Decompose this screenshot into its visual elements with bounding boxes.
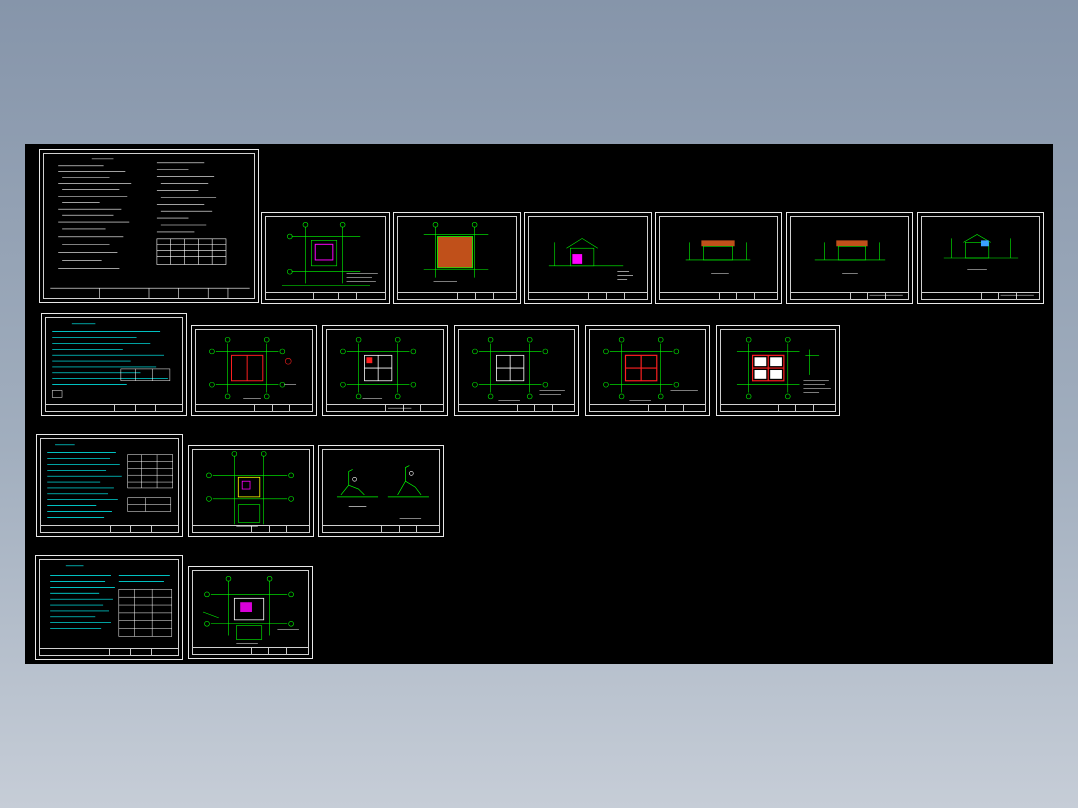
grid-linework [209,336,297,400]
drawing-sheet-site-plan[interactable] [261,212,390,304]
cad-model-space[interactable] [25,144,1053,664]
drawing-sheet-structure-plan-5[interactable] [716,325,840,416]
plan-linework [202,576,299,644]
elevation-linework [943,234,1034,296]
plan-linework [281,222,378,286]
drawing-sheet-structure-notes[interactable] [41,313,187,416]
drawing-sheet-water-plan[interactable] [188,445,314,537]
drawing-sheet-roof-plan[interactable] [393,212,521,304]
elevation-linework [685,240,751,274]
elevation-linework [548,238,633,280]
notes-linework [47,444,173,518]
grid-linework [736,336,831,400]
notes-linework [50,158,250,299]
drawing-sheet-elevation-3[interactable] [786,212,913,304]
detail-linework [336,465,429,519]
drawing-sheet-elevation-1[interactable] [524,212,652,304]
drawing-sheet-elevation-2[interactable] [655,212,782,304]
grid-linework [603,336,698,401]
drawing-sheet-electrical-notes[interactable] [35,555,183,660]
roof-linework [423,222,489,282]
grid-linework [340,336,417,409]
drawing-sheet-electrical-plan[interactable] [188,566,313,659]
notes-linework [51,323,171,398]
notes-linework [50,565,173,637]
drawing-sheet-structure-plan-2[interactable] [322,325,448,416]
drawing-sheet-elevation-4[interactable] [917,212,1044,304]
drawing-sheet-structure-plan-3[interactable] [454,325,579,416]
drawing-sheet-water-notes[interactable] [36,434,183,537]
grid-linework [472,336,565,401]
drawing-sheet-structure-plan-1[interactable] [191,325,317,416]
drawing-sheet-structure-plan-4[interactable] [585,325,710,416]
drawing-sheet-water-details[interactable] [318,445,444,537]
drawing-sheet-cover-notes[interactable] [39,149,259,303]
elevation-linework [814,240,903,296]
plan-linework [206,451,294,527]
